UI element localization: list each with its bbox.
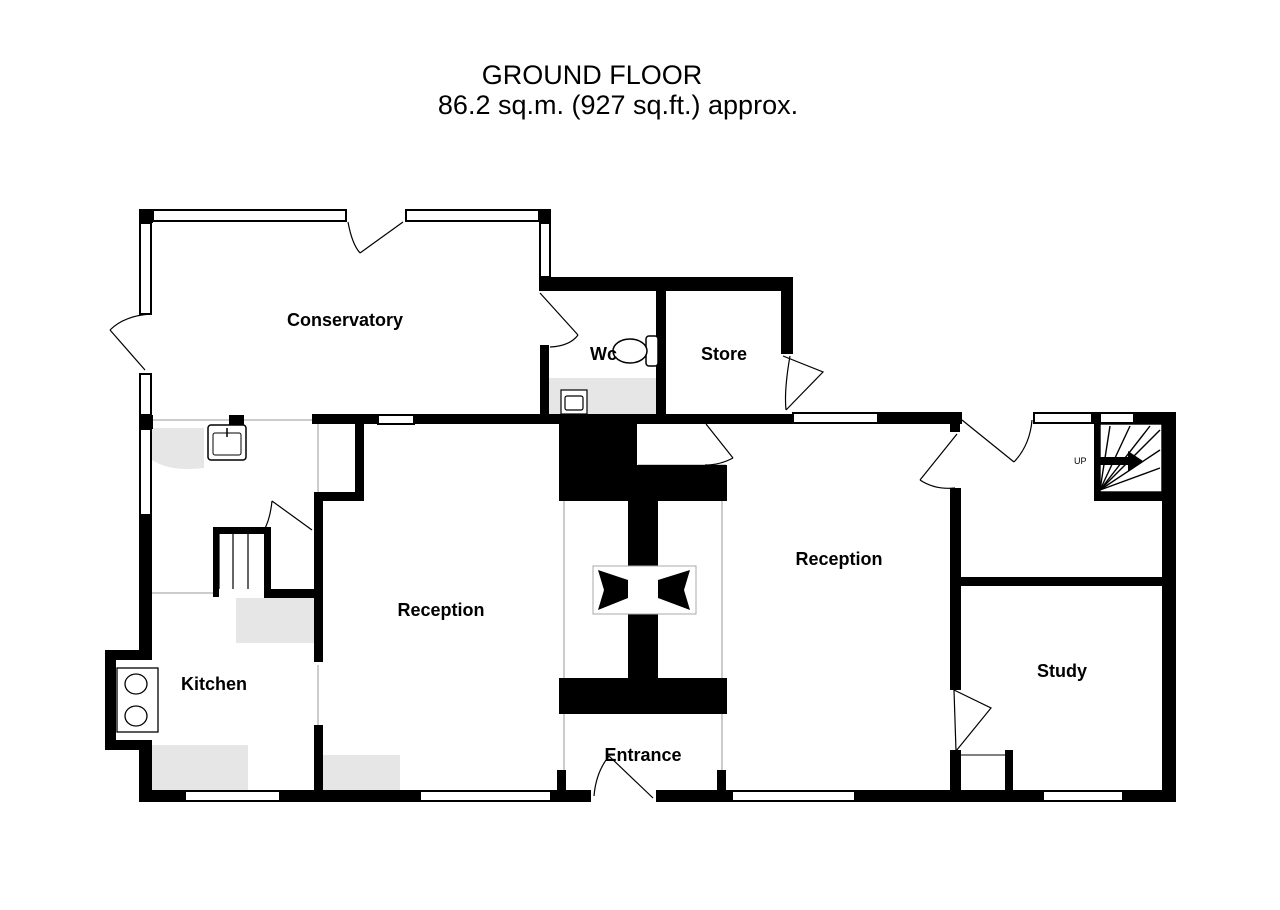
room-label-wc: Wc — [590, 344, 617, 364]
windows — [139, 209, 1135, 802]
room-label-study: Study — [1037, 661, 1087, 681]
room-label-reception-right: Reception — [795, 549, 882, 569]
hob-icon — [116, 667, 159, 733]
walls — [105, 209, 1176, 802]
sink-icon — [207, 424, 247, 461]
kitchen-stairs — [218, 534, 249, 589]
room-label-reception-left: Reception — [397, 600, 484, 620]
room-label-conservatory: Conservatory — [287, 310, 403, 330]
arrow-icon — [1100, 451, 1143, 471]
floor-area: 86.2 sq.m. (927 sq.ft.) approx. — [437, 90, 799, 120]
basin-icon — [560, 389, 588, 415]
floor-title: GROUND FLOOR — [481, 60, 703, 90]
room-label-kitchen: Kitchen — [181, 674, 247, 694]
toilet-icon — [612, 335, 659, 367]
doors — [109, 221, 1033, 799]
stairs-up-label: UP — [1074, 456, 1087, 466]
room-label-entrance: Entrance — [604, 745, 681, 765]
beam-supports — [592, 565, 697, 615]
room-label-store: Store — [701, 344, 747, 364]
